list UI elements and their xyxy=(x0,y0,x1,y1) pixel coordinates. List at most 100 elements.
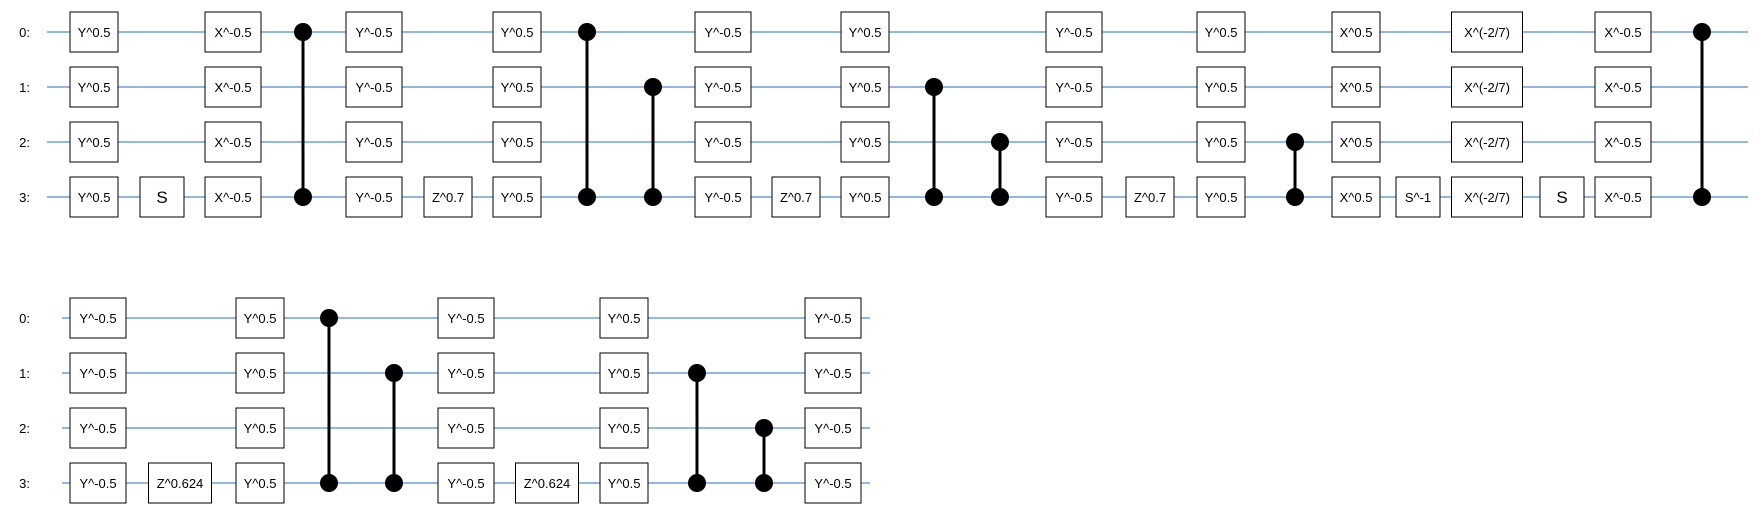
gate-2: Y^0.5 xyxy=(840,121,890,163)
gate-box xyxy=(69,66,119,108)
gate-label: Z^0.7 xyxy=(780,190,812,205)
gate-label: Y^0.5 xyxy=(849,190,882,205)
control-dot-3 xyxy=(1693,188,1711,206)
cz-gate xyxy=(385,364,403,492)
qubit-label-1: 1: xyxy=(19,80,30,95)
gate-label: X^-0.5 xyxy=(1604,135,1641,150)
gate-label: Y^-0.5 xyxy=(814,476,851,491)
gate-box xyxy=(235,462,285,504)
qubit-label-0: 0: xyxy=(19,311,30,326)
gate-box xyxy=(235,352,285,394)
gate-label: Z^0.624 xyxy=(157,476,204,491)
gate-box xyxy=(804,462,862,504)
control-dot-3 xyxy=(320,474,338,492)
gate-3: Y^0.5 xyxy=(492,176,542,218)
gate-box xyxy=(492,11,542,53)
control-dot-2 xyxy=(755,419,773,437)
gate-label: Y^-0.5 xyxy=(355,190,392,205)
gate-box xyxy=(804,407,862,449)
gate-label: Y^-0.5 xyxy=(355,135,392,150)
gate-0: Y^-0.5 xyxy=(1045,11,1103,53)
gate-label: Y^-0.5 xyxy=(704,80,741,95)
gate-label: X^-0.5 xyxy=(214,80,251,95)
gate-0: Y^0.5 xyxy=(840,11,890,53)
gate-label: X^-0.5 xyxy=(1604,190,1641,205)
gate-label: X^(-2/7) xyxy=(1464,135,1510,150)
gate-box xyxy=(345,11,403,53)
gate-box xyxy=(694,11,752,53)
gate-box xyxy=(69,462,127,504)
gate-box xyxy=(345,176,403,218)
cz-gate xyxy=(644,78,662,206)
qubit-label-3: 3: xyxy=(19,190,30,205)
gate-3: Z^0.624 xyxy=(515,462,579,504)
gate-label: Y^-0.5 xyxy=(447,421,484,436)
control-dot-3 xyxy=(644,188,662,206)
gate-0: Y^0.5 xyxy=(599,297,649,339)
cz-gate xyxy=(320,309,338,492)
gate-label: Y^-0.5 xyxy=(79,421,116,436)
gate-0: Y^-0.5 xyxy=(804,297,862,339)
gate-3: Y^0.5 xyxy=(599,462,649,504)
gate-box xyxy=(1451,66,1523,108)
gate-0: Y^-0.5 xyxy=(345,11,403,53)
gate-label: X^(-2/7) xyxy=(1464,25,1510,40)
gate-2: X^-0.5 xyxy=(204,121,262,163)
gate-box xyxy=(492,121,542,163)
gate-box xyxy=(1196,11,1246,53)
gate-box xyxy=(1594,121,1652,163)
control-dot-1 xyxy=(688,364,706,382)
control-dot-1 xyxy=(385,364,403,382)
gate-3: Y^-0.5 xyxy=(1045,176,1103,218)
control-dot-1 xyxy=(644,78,662,96)
gate-label: Y^-0.5 xyxy=(814,421,851,436)
gate-0: Y^-0.5 xyxy=(437,297,495,339)
gate-box xyxy=(840,121,890,163)
gate-0: Y^0.5 xyxy=(492,11,542,53)
gate-box xyxy=(1045,176,1103,218)
gate-2: Y^0.5 xyxy=(1196,121,1246,163)
control-dot-0 xyxy=(1693,23,1711,41)
gate-3: Y^-0.5 xyxy=(694,176,752,218)
gate-3: Y^0.5 xyxy=(69,176,119,218)
gate-1: X^-0.5 xyxy=(1594,66,1652,108)
cz-gate xyxy=(1693,23,1711,206)
gate-box xyxy=(235,297,285,339)
gate-box xyxy=(69,297,127,339)
gate-box xyxy=(771,176,821,218)
gate-box xyxy=(694,66,752,108)
gate-box xyxy=(1594,66,1652,108)
gate-3: Y^0.5 xyxy=(235,462,285,504)
gate-2: X^(-2/7) xyxy=(1451,121,1523,163)
gate-box xyxy=(437,297,495,339)
gate-label: X^-0.5 xyxy=(214,190,251,205)
gate-2: X^-0.5 xyxy=(1594,121,1652,163)
gate-1: Y^-0.5 xyxy=(345,66,403,108)
gate-box xyxy=(69,407,127,449)
gate-3: Y^-0.5 xyxy=(804,462,862,504)
gate-3: Y^-0.5 xyxy=(69,462,127,504)
gate-box xyxy=(423,176,473,218)
control-dot-0 xyxy=(294,23,312,41)
cz-gate xyxy=(1286,133,1304,206)
cz-gate xyxy=(688,364,706,492)
gate-label: Y^-0.5 xyxy=(79,476,116,491)
gate-label: Y^0.5 xyxy=(608,421,641,436)
control-dot-1 xyxy=(925,78,943,96)
control-dot-3 xyxy=(1286,188,1304,206)
gate-box xyxy=(1451,176,1523,218)
gate-label: S xyxy=(156,188,167,207)
gate-0: Y^-0.5 xyxy=(69,297,127,339)
gate-box xyxy=(694,176,752,218)
gate-0: Y^0.5 xyxy=(69,11,119,53)
gate-box xyxy=(1125,176,1175,218)
gate-box xyxy=(437,407,495,449)
gate-1: Y^0.5 xyxy=(235,352,285,394)
gate-box xyxy=(69,176,119,218)
gate-label: Y^-0.5 xyxy=(447,476,484,491)
cz-gate xyxy=(925,78,943,206)
qubit-label-1: 1: xyxy=(19,366,30,381)
gate-label: Y^0.5 xyxy=(78,135,111,150)
